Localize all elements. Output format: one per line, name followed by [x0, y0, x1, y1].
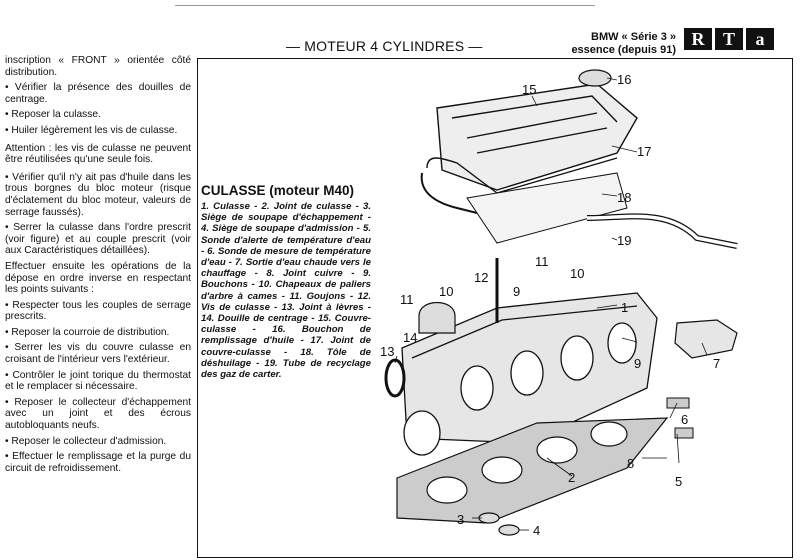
top-rule — [175, 5, 595, 6]
callout-13: 13 — [380, 344, 395, 359]
figure-legend-text: 1. Culasse - 2. Joint de culasse - 3. Si… — [201, 201, 371, 381]
callout-1: 1 — [621, 300, 629, 315]
camshaft-cap-drawing — [418, 302, 456, 334]
callout-18: 18 — [617, 190, 632, 205]
diagram-frame — [197, 58, 793, 558]
paragraph: • Vérifier qu'il n'y ait pas d'huile dan… — [5, 171, 191, 218]
figure-title: CULASSE (moteur M40) — [201, 183, 355, 198]
callout-12: 12 — [474, 270, 489, 285]
water-outlet-drawing — [674, 319, 738, 359]
callout-15: 15 — [522, 82, 537, 97]
callout-4: 4 — [533, 523, 541, 538]
oil-cap-drawing — [578, 69, 612, 87]
frame-border — [197, 58, 793, 558]
temp-warning-sensor-drawing — [674, 427, 694, 439]
attention-note: Attention : les vis de culasse ne peuven… — [5, 142, 191, 166]
paragraph: • Vérifier la présence des douilles de c… — [5, 82, 191, 105]
vehicle-model: BMW « Série 3 » — [591, 31, 676, 43]
logo-letter-t: T — [715, 28, 743, 50]
figure-legend: CULASSE (moteur M40) 1. Culasse - 2. Joi… — [201, 183, 371, 380]
valve-cover-drawing — [420, 83, 638, 220]
leader-lines — [394, 77, 708, 531]
paragraph: inscription « FRONT » orientée côté dist… — [5, 55, 191, 78]
baffle-plate-drawing — [466, 172, 628, 244]
paragraph: • Reposer le collecteur d'admission. — [5, 435, 167, 447]
callout-11-top: 11 — [535, 254, 549, 269]
rta-logo: R T a — [684, 28, 774, 50]
callout-19: 19 — [617, 233, 632, 248]
callout-8: 8 — [627, 456, 635, 471]
callout-9: 9 — [634, 356, 642, 371]
paragraph: Effectuer ensuite les opérations de la d… — [5, 260, 191, 296]
page-title: — MOTEUR 4 CYLINDRES — — [286, 38, 483, 54]
callout-3: 3 — [457, 512, 465, 527]
callout-14: 14 — [403, 330, 418, 345]
logo-letter-r: R — [684, 28, 712, 50]
vehicle-label: BMW « Série 3 » essence (depuis 91) — [558, 31, 676, 57]
callout-10-top: 10 — [570, 266, 585, 281]
paragraph: • Reposer le collecteur d'échappement av… — [5, 396, 191, 432]
callout-11: 11 — [400, 292, 414, 307]
logo-letter-a: a — [746, 28, 774, 50]
callout-16: 16 — [617, 72, 632, 87]
callout-2: 2 — [568, 470, 576, 485]
left-instructions: inscription « FRONT » orientée côté dist… — [5, 55, 191, 478]
intake-seat-drawing — [498, 524, 520, 536]
paragraph: • Serrer la culasse dans l'ordre prescri… — [5, 222, 191, 257]
head-gasket-drawing — [396, 417, 669, 524]
paragraph: • Contrôler le joint torique du thermost… — [5, 369, 191, 393]
temp-gauge-sensor-drawing — [666, 397, 690, 409]
paragraph: • Serrer les vis du couvre culasse en cr… — [5, 342, 191, 366]
callout-9-top: 9 — [513, 284, 521, 299]
callout-7: 7 — [713, 356, 721, 371]
paragraph: • Respecter tous les couples de serrage … — [5, 299, 191, 323]
callout-5: 5 — [675, 474, 683, 489]
paragraph: • Huiler légèrement les vis de culasse. — [5, 124, 178, 136]
cylinder-head-drawing — [401, 292, 658, 456]
callout-17: 17 — [637, 144, 652, 159]
lip-seal-drawing — [384, 358, 406, 398]
vehicle-engine: essence (depuis 91) — [571, 44, 676, 56]
callout-10: 10 — [439, 284, 454, 299]
callout-6: 6 — [681, 412, 689, 427]
paragraph: • Reposer la culasse. — [5, 109, 101, 121]
exploded-diagram: CULASSE (moteur M40) 1. Culasse - 2. Joi… — [197, 58, 793, 558]
paragraph: • Effectuer le remplissage et la purge d… — [5, 451, 191, 474]
paragraph: • Reposer la courroie de distribution. — [5, 326, 170, 338]
